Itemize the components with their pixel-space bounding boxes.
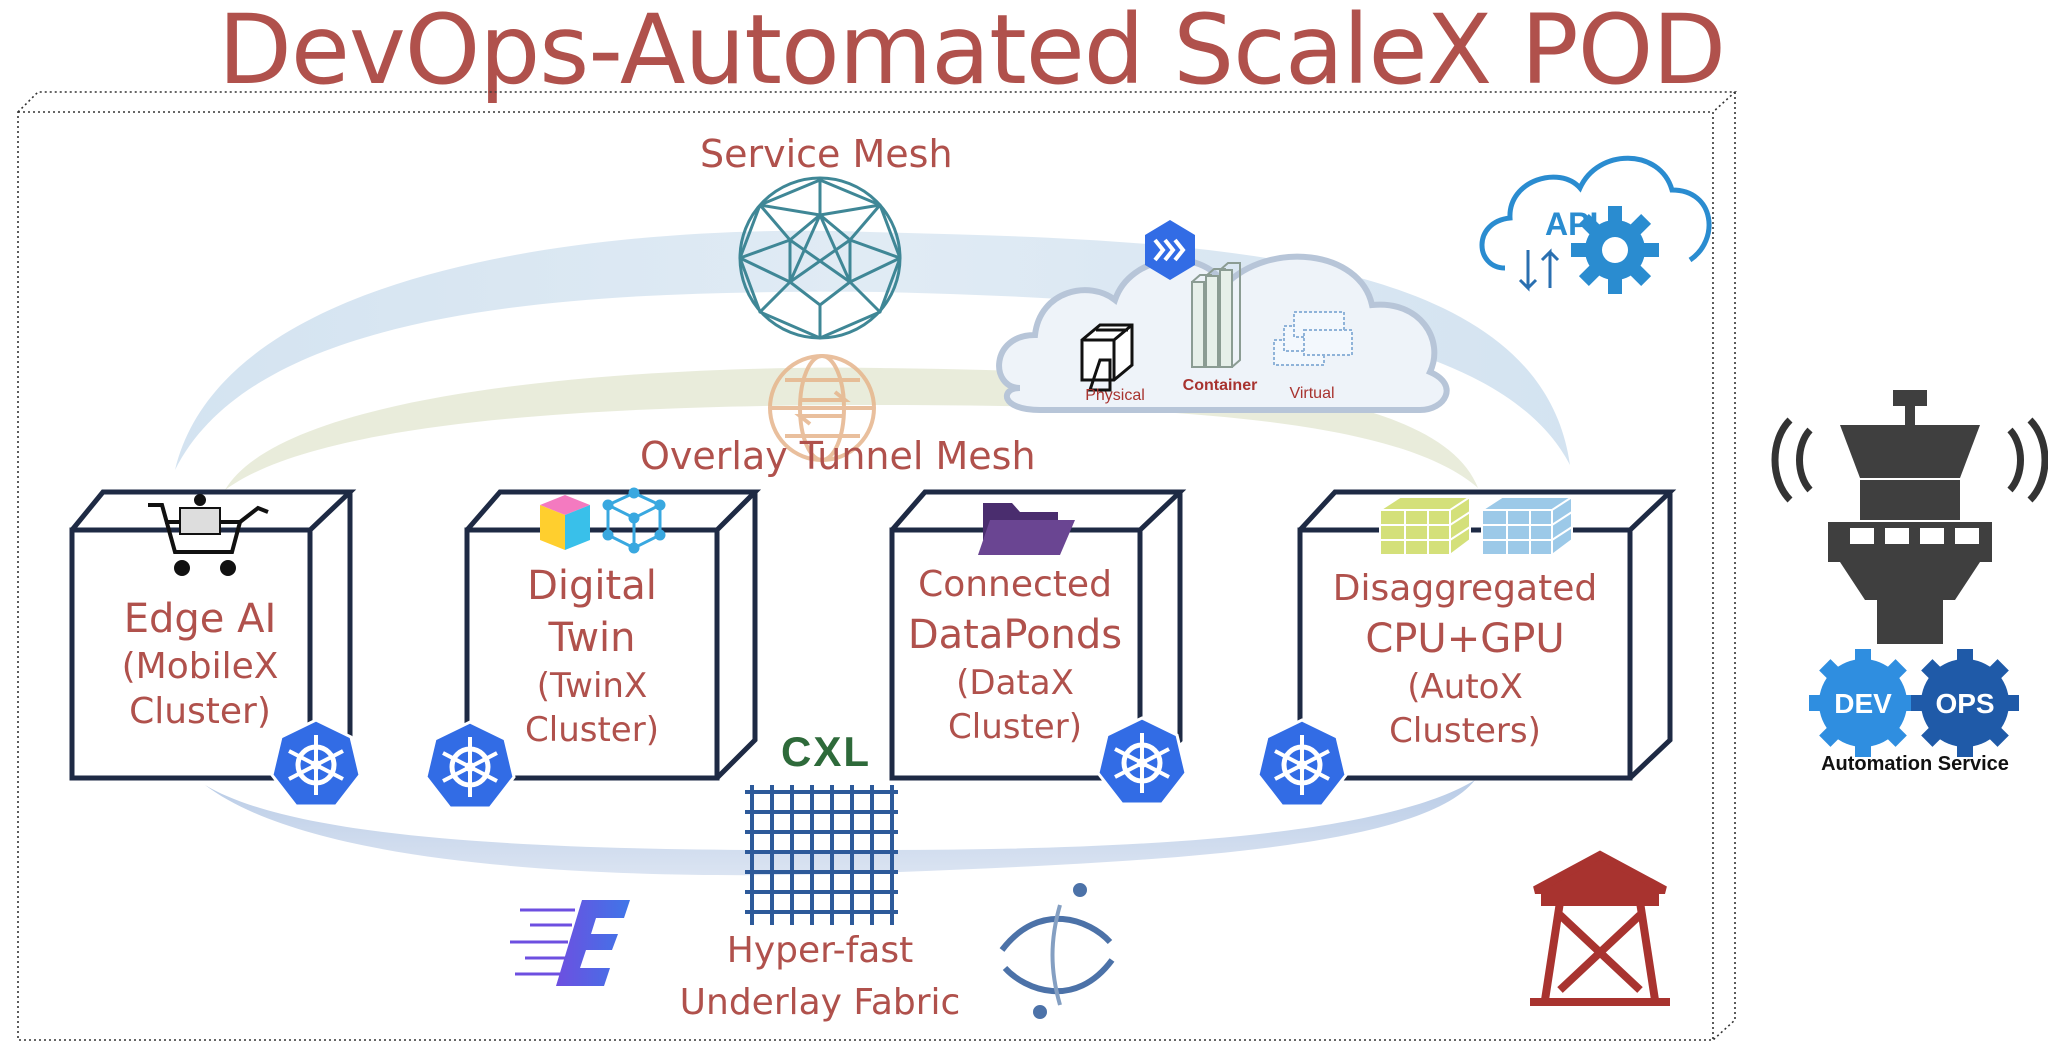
gpu-block-icon	[1481, 496, 1573, 556]
api-cloud-icon: API	[1479, 155, 1712, 294]
cluster-title: Connected	[918, 564, 1112, 605]
service-mesh-icon	[738, 176, 902, 340]
cluster-subtitle: Cluster)	[129, 691, 271, 732]
overlay-tunnel-label: Overlay Tunnel Mesh	[640, 434, 1036, 478]
cluster-title: Disaggregated	[1332, 568, 1598, 609]
automation-service-label: Automation Service	[1821, 753, 2009, 775]
devops-ops-label: OPS	[1935, 688, 1994, 719]
digital-twin-cube-icon	[540, 495, 590, 550]
cloud-virtual-label: Virtual	[1289, 385, 1334, 402]
service-mesh-label: Service Mesh	[700, 132, 953, 176]
devops-gears-icon: DEV OPS Automation Service	[1809, 649, 2019, 775]
page-title: DevOps-Automated ScaleX POD	[218, 0, 1726, 106]
kubernetes-icon	[424, 720, 516, 810]
cluster-subtitle: (TwinX	[536, 666, 648, 706]
cluster-title: CPU+GPU	[1365, 615, 1565, 662]
underlay-fabric-label: Hyper-fast Underlay Fabric	[679, 930, 961, 1024]
cpu-block-icon	[1379, 496, 1471, 556]
cluster-label-dataponds: Connected DataPonds (DataX Cluster)	[895, 562, 1135, 749]
overlay-tunnel-icon	[768, 354, 876, 462]
kubernetes-icon	[1256, 718, 1348, 808]
cxl-logo: CXL	[781, 728, 871, 775]
cluster-subtitle: Cluster)	[525, 710, 659, 751]
cloud-physical-label: Physical	[1085, 387, 1145, 404]
cluster-box-cpu-gpu	[1297, 489, 1677, 781]
cluster-title: Twin	[548, 615, 636, 661]
infra-cloud: Physical Container Virtual	[996, 220, 1450, 413]
cluster-label-edge-ai: Edge AI (MobileX Cluster)	[90, 594, 310, 734]
swirl-logo-icon	[999, 883, 1115, 1019]
cluster-box-dataponds	[889, 489, 1187, 781]
kubernetes-icon	[270, 718, 362, 808]
cluster-subtitle: Cluster)	[948, 706, 1082, 747]
watchtower-icon	[1530, 850, 1670, 1006]
control-tower-icon	[1771, 390, 2048, 644]
fast-e-logo-icon	[510, 900, 630, 986]
folder-icon	[978, 503, 1075, 555]
shopping-cart-icon	[148, 494, 269, 576]
cluster-title: DataPonds	[907, 611, 1123, 658]
kubernetes-icon	[1096, 716, 1188, 806]
cluster-subtitle: Clusters)	[1389, 710, 1541, 751]
cluster-label-digital-twin: Digital Twin (TwinX Cluster)	[487, 560, 697, 752]
cloud-container-label: Container	[1183, 377, 1258, 394]
cluster-box-edge-ai	[69, 489, 357, 781]
cluster-label-cpu-gpu: Disaggregated CPU+GPU (AutoX Clusters)	[1310, 566, 1620, 753]
cluster-title: Edge AI	[123, 596, 277, 642]
cluster-subtitle: (AutoX	[1407, 666, 1523, 707]
pod-outline	[17, 91, 1738, 1041]
devops-dev-label: DEV	[1834, 688, 1892, 719]
cluster-box-digital-twin	[464, 489, 762, 781]
underlay-fabric-band	[205, 780, 1475, 876]
fabric-grid-icon	[745, 785, 898, 925]
network-cube-icon	[602, 487, 666, 554]
cluster-title: Digital	[527, 563, 657, 609]
cluster-subtitle: (DataX	[956, 662, 1074, 703]
cluster-subtitle: (MobileX	[121, 646, 279, 687]
